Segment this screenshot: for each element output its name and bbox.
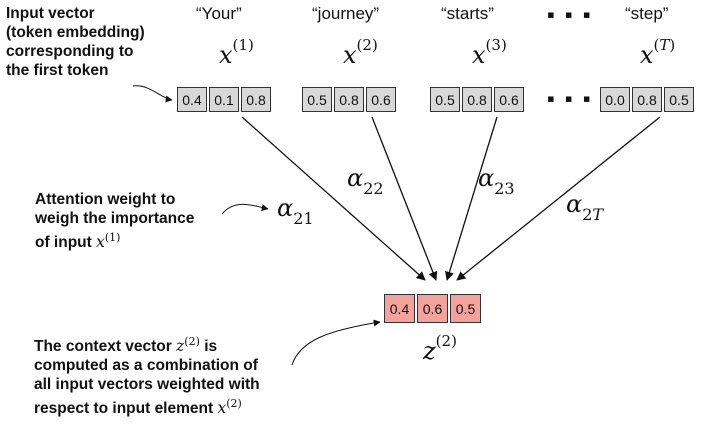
vector-cell: 0.8 xyxy=(241,87,271,112)
label-x3: x(3) xyxy=(472,36,507,69)
arrow-xT-to-context xyxy=(456,116,661,281)
arrow-x2-to-context xyxy=(371,116,438,281)
token-your: “Your” xyxy=(196,4,242,23)
weight-alpha23: α23 xyxy=(478,164,515,198)
token-journey: “journey” xyxy=(312,4,380,23)
ellipsis-top: ▪ ▪ ▪ xyxy=(547,2,593,27)
vector-cell: 0.6 xyxy=(366,87,396,112)
note-line: the first token xyxy=(6,62,109,79)
context-cell: 0.6 xyxy=(417,294,448,323)
vector-x2: 0.5 0.8 0.6 xyxy=(302,87,396,112)
arrow-x3-to-context xyxy=(445,116,498,281)
token-starts: “starts” xyxy=(441,4,494,23)
note-line: Input vector xyxy=(6,5,95,22)
vector-cell: 0.0 xyxy=(600,87,630,112)
label-x1: x(1) xyxy=(219,36,254,69)
note-input-vector: Input vector (token embedding) correspon… xyxy=(6,4,145,80)
note-context-vector: The context vector z(2) is computed as a… xyxy=(34,332,260,418)
note-attention-weight: Attention weight to weigh the importance… xyxy=(35,190,194,252)
context-cell: 0.4 xyxy=(384,294,415,323)
vector-cell: 0.5 xyxy=(664,87,694,112)
context-vector-z2: 0.4 0.6 0.5 xyxy=(384,294,481,323)
note-line: weigh the importance xyxy=(35,210,195,227)
note-line: computed as a combination of xyxy=(34,357,258,375)
vector-xT: 0.0 0.8 0.5 xyxy=(600,87,694,112)
vector-x1: 0.4 0.1 0.8 xyxy=(177,87,271,112)
weight-alpha21: α21 xyxy=(277,194,314,228)
ellipsis-vectors: ▪ ▪ ▪ xyxy=(547,86,593,111)
note-line: of input x(1) xyxy=(35,231,121,252)
pointer-attention-note xyxy=(221,203,269,215)
vector-cell: 0.4 xyxy=(177,87,207,112)
note-line: all input vectors weighted with xyxy=(34,376,260,394)
vector-cell: 0.6 xyxy=(494,87,524,112)
note-line: The context vector z(2) is xyxy=(34,335,218,356)
label-z2: z(2) xyxy=(423,332,457,365)
vector-cell: 0.8 xyxy=(462,87,492,112)
weight-alpha2T: α2T xyxy=(566,190,604,224)
label-x2: x(2) xyxy=(343,36,378,69)
vector-cell: 0.5 xyxy=(430,87,460,112)
note-line: (token embedding) xyxy=(6,24,145,41)
note-line: Attention weight to xyxy=(35,191,176,208)
context-cell: 0.5 xyxy=(450,294,481,323)
vector-cell: 0.8 xyxy=(334,87,364,112)
vector-x3: 0.5 0.8 0.6 xyxy=(430,87,524,112)
vector-cell: 0.1 xyxy=(209,87,239,112)
weight-alpha22: α22 xyxy=(347,164,384,198)
vector-cell: 0.5 xyxy=(302,87,332,112)
arrow-x1-to-context xyxy=(241,116,426,281)
token-step: “step” xyxy=(625,4,669,23)
label-xT: x(T) xyxy=(640,36,676,69)
pointer-input-note xyxy=(132,85,173,103)
note-line: corresponding to xyxy=(6,43,134,60)
pointer-context-note xyxy=(291,319,381,366)
note-line: respect to input element x(2) xyxy=(34,397,242,418)
vector-cell: 0.8 xyxy=(632,87,662,112)
